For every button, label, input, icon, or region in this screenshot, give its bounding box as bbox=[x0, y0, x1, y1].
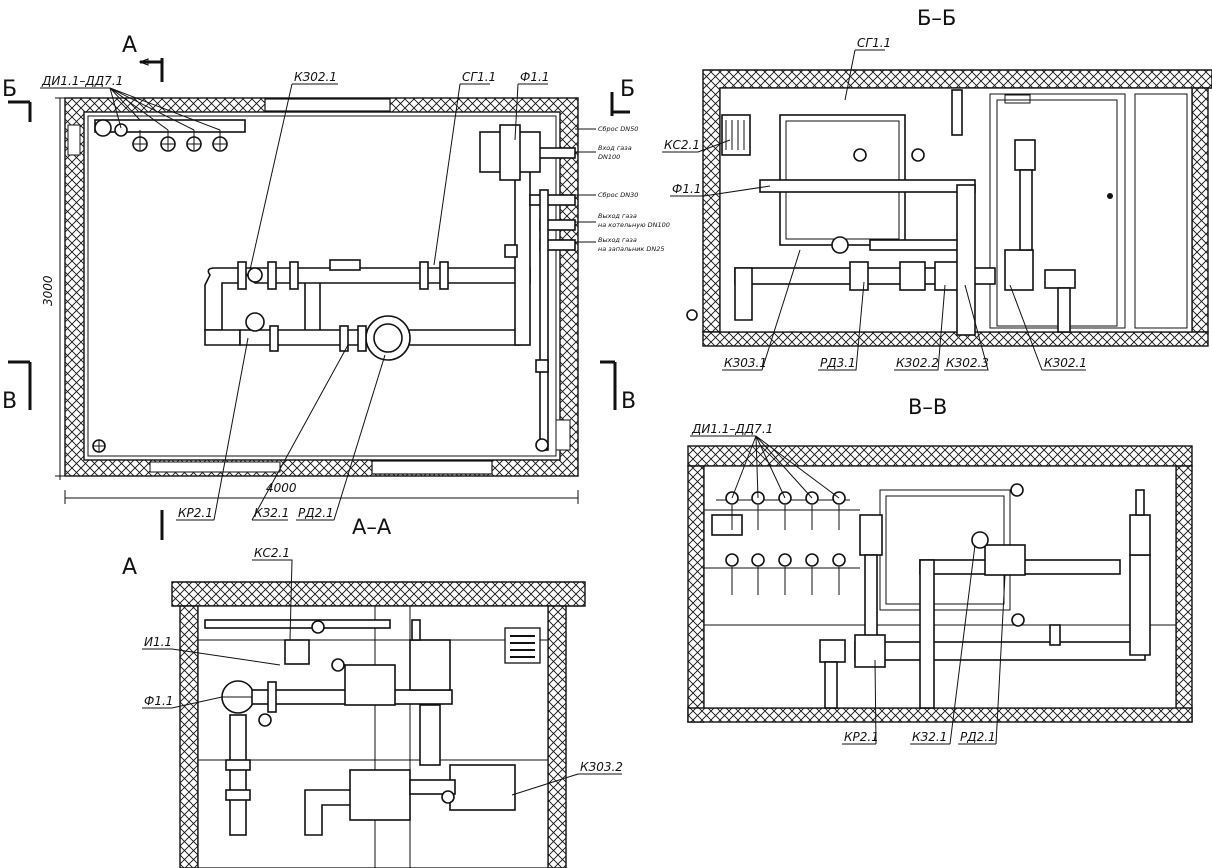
note-sbros-dn30: Сброс DN30 bbox=[598, 191, 638, 199]
note-vhod-gaza-dn: DN100 bbox=[598, 153, 620, 161]
cut-mark-v-left: В bbox=[2, 389, 17, 414]
note-vyhod-zap: Выход газа bbox=[598, 236, 637, 244]
note-vyhod-kotel: Выход газа bbox=[598, 212, 637, 220]
cut-mark-v-right: В bbox=[621, 389, 636, 414]
note-vhod-gaza: Вход газа bbox=[598, 144, 632, 152]
cut-mark-a-bottom: А bbox=[122, 555, 137, 580]
cut-mark-b-left: Б bbox=[2, 77, 17, 102]
label-kz021-plan: КЗ02.1 bbox=[294, 70, 337, 84]
title-vv: В–В bbox=[908, 395, 947, 419]
section-aa: А–А КС2.1 И1.1 Ф1. bbox=[142, 515, 623, 868]
section-vv: В–В bbox=[687, 395, 1193, 745]
note-vyhod-kotel-dn: на котельную DN100 bbox=[598, 221, 670, 229]
label-kz023-bb: КЗ02.3 bbox=[946, 356, 989, 370]
label-f11-plan: Ф1.1 bbox=[520, 70, 549, 84]
label-kz021-bb: КЗ02.1 bbox=[1044, 356, 1087, 370]
label-di-plan: ДИ1.1–ДД7.1 bbox=[41, 74, 123, 88]
plan-vent-bottom bbox=[371, 460, 493, 475]
label-f11-aa: Ф1.1 bbox=[144, 694, 173, 708]
note-vyhod-zap-dn: на запальник DN25 bbox=[598, 245, 665, 253]
label-kr21-plan: КР2.1 bbox=[178, 506, 213, 520]
plan-view: 3000 4000 А А Б Б В В Сброс DN50 Вход га… bbox=[2, 33, 670, 580]
connection-notes: Сброс DN50 Вход газа DN100 Сброс DN30 Вы… bbox=[575, 125, 670, 253]
label-kz032-aa: КЗ03.2 bbox=[580, 760, 623, 774]
label-f11-bb: Ф1.1 bbox=[672, 182, 701, 196]
label-ks21-bb: КС2.1 bbox=[664, 138, 700, 152]
label-kz21-vv: КЗ2.1 bbox=[912, 730, 947, 744]
label-kz022-bb: КЗ02.2 bbox=[896, 356, 939, 370]
note-sbros-dn50: Сброс DN50 bbox=[598, 125, 638, 133]
label-sg11-bb: СГ1.1 bbox=[857, 36, 891, 50]
width-dimension: 4000 bbox=[266, 481, 297, 495]
label-kz031-bb: КЗ03.1 bbox=[724, 356, 767, 370]
title-bb: Б–Б bbox=[917, 6, 956, 30]
label-rd21-plan: РД2.1 bbox=[298, 506, 334, 520]
plan-vent-top bbox=[264, 98, 391, 112]
title-aa: А–А bbox=[352, 515, 392, 539]
cut-mark-a-top: А bbox=[122, 33, 137, 58]
label-rd31-bb: РД3.1 bbox=[820, 356, 856, 370]
height-dimension: 3000 bbox=[41, 275, 55, 306]
label-sg11-plan: СГ1.1 bbox=[462, 70, 496, 84]
label-ks21-aa: КС2.1 bbox=[254, 546, 290, 560]
cut-mark-b-right: Б bbox=[620, 77, 635, 102]
label-kr21-vv: КР2.1 bbox=[844, 730, 879, 744]
plan-gauges bbox=[94, 119, 228, 152]
label-kz21-plan: КЗ2.1 bbox=[254, 506, 289, 520]
label-rd21-vv: РД2.1 bbox=[960, 730, 996, 744]
plan-pipeline bbox=[204, 124, 576, 452]
section-bb: Б–Б СГ1.1 bbox=[662, 6, 1212, 371]
label-di-vv: ДИ1.1–ДД7.1 bbox=[691, 422, 773, 436]
label-i11-aa: И1.1 bbox=[144, 635, 172, 649]
